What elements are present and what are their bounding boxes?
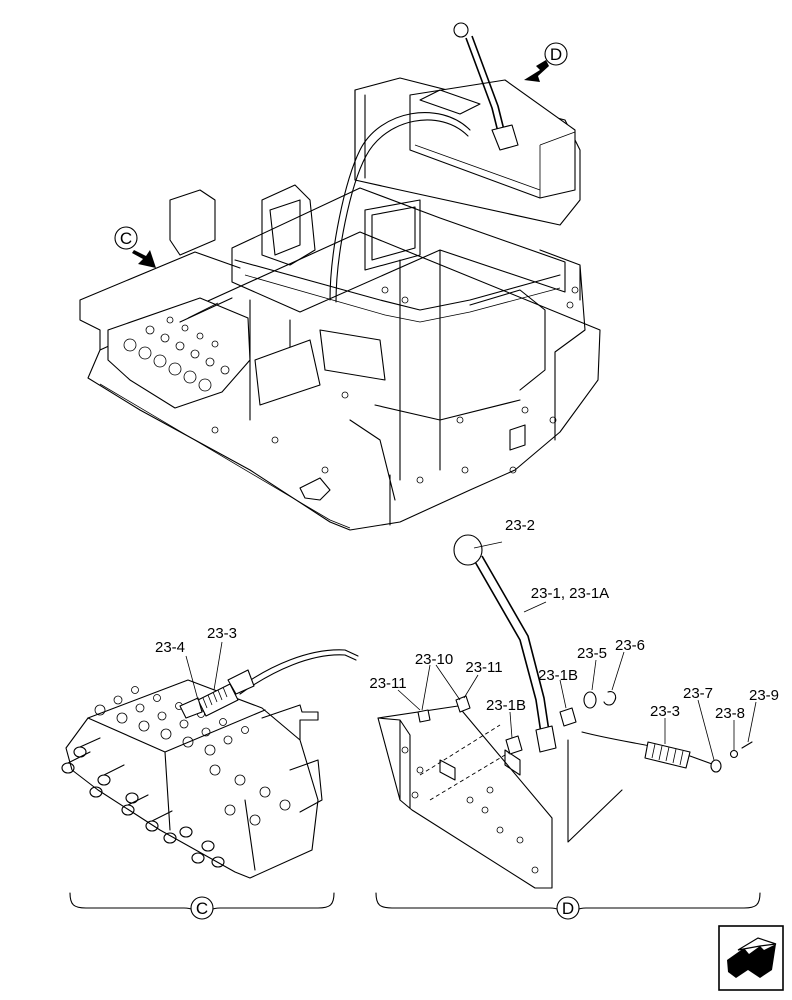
label-23-7: 23-7: [683, 685, 713, 702]
label-23-5: 23-5: [577, 645, 607, 662]
svg-text:C: C: [196, 899, 208, 918]
bracket-d-callout: [556, 896, 580, 920]
label-23-11-right: 23-11: [465, 659, 502, 676]
label-23-10: 23-10: [415, 651, 453, 668]
label-23-8: 23-8: [715, 705, 745, 722]
label-23-1b-left: 23-1B: [486, 697, 526, 714]
label-23-4: 23-4: [155, 639, 185, 656]
callout-c: C: [114, 226, 156, 268]
svg-text:D: D: [550, 45, 562, 64]
label-23-6: 23-6: [615, 637, 645, 654]
svg-text:C: C: [120, 229, 132, 248]
label-23-2: 23-2: [505, 517, 535, 534]
page-turn-arrow-icon[interactable]: [718, 925, 784, 991]
label-23-9: 23-9: [749, 687, 779, 704]
detail-d-view: 23-2 23-1, 23-1A 23-10 23-11 23-11 23-1B…: [369, 517, 779, 920]
svg-text:D: D: [562, 899, 574, 918]
label-23-1-23-1a: 23-1, 23-1A: [531, 585, 609, 602]
detail-c-view: 23-4 23-3 C: [61, 625, 359, 920]
label-23-1b-right: 23-1B: [538, 667, 578, 684]
label-23-3-right: 23-3: [650, 703, 680, 720]
label-23-11-left: 23-11: [369, 675, 406, 692]
callout-d: D: [524, 42, 568, 82]
bracket-c-callout: [190, 896, 214, 920]
main-assembly-view: C D: [79, 22, 601, 531]
label-23-3: 23-3: [207, 625, 237, 642]
